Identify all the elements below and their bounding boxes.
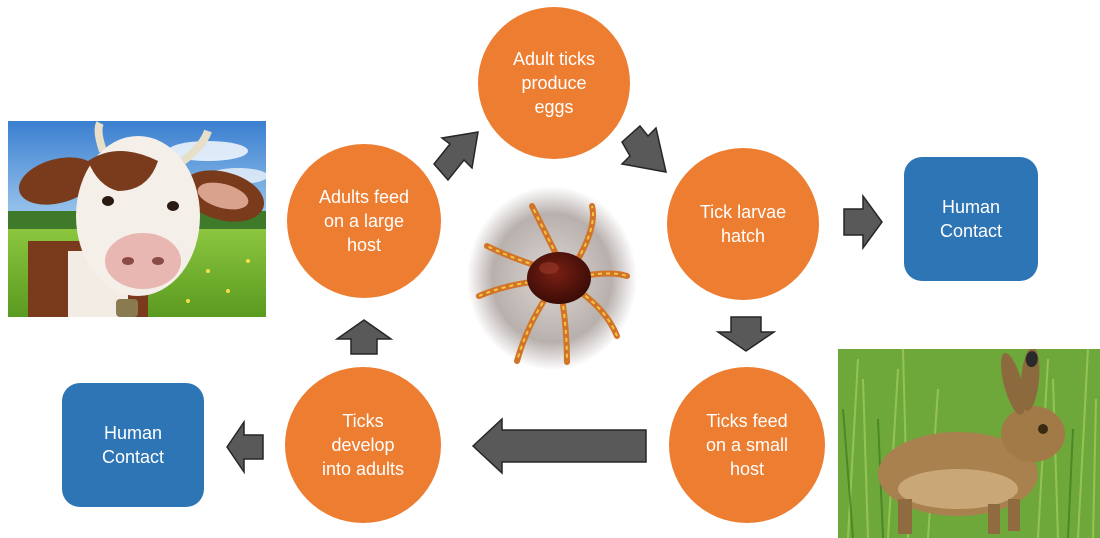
human-contact-box-right: Human Contact [904,157,1038,281]
arrow-larvae-to-contact [843,195,883,249]
arrow-large-host-to-eggs [430,130,480,182]
human-contact-box-left: Human Contact [62,383,204,507]
tick-photo [467,186,637,370]
arrow-small-host-to-adults [472,418,648,474]
stage-larvae-hatch: Tick larvae hatch [667,148,819,300]
stage-feed-small-host: Ticks feed on a small host [669,367,825,523]
stage-develop-adults: Ticks develop into adults [285,367,441,523]
hare-photo [838,349,1100,538]
arrow-adults-to-large-host [336,319,392,355]
arrow-adults-to-contact [226,421,264,473]
stage-eggs: Adult ticks produce eggs [478,7,630,159]
cow-photo [8,121,266,317]
arrow-eggs-to-larvae [618,124,672,176]
arrow-larvae-to-small-host [717,316,775,352]
stage-feed-large-host: Adults feed on a large host [287,144,441,298]
